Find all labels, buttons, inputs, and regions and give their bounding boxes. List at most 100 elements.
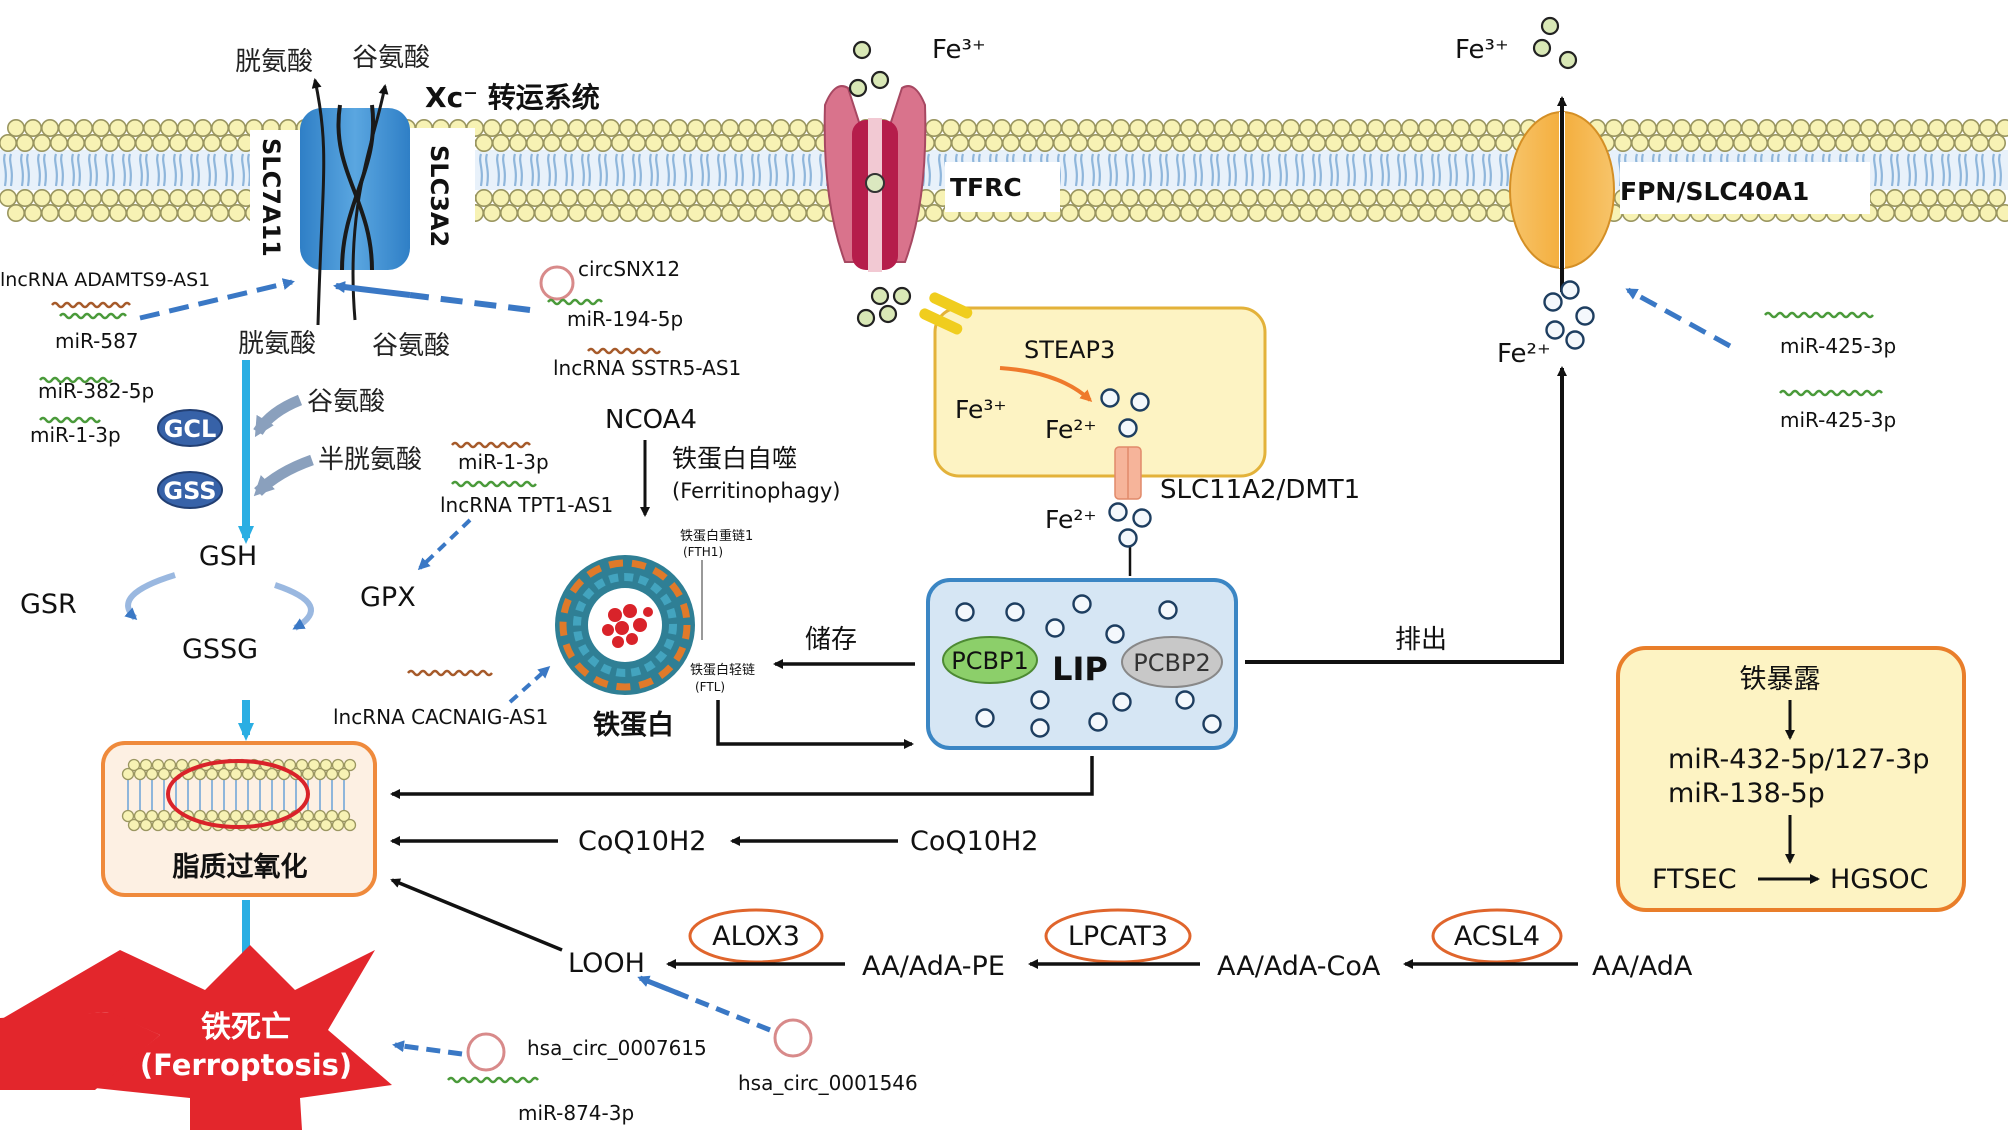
slc3a2-label: SLC3A2 (425, 145, 453, 247)
membrane-head (1112, 119, 1131, 138)
fth1-en-label: (FTH1) (683, 545, 723, 559)
fe2-particle (1132, 508, 1152, 528)
membrane-head (1937, 189, 1956, 208)
ftl-en-label: (FTL) (695, 680, 725, 694)
ftsec-label: FTSEC (1652, 864, 1737, 895)
membrane-head (1682, 134, 1701, 153)
fe2-particle (1545, 320, 1565, 340)
mini-membrane-head (217, 767, 231, 781)
aa-coa-label: AA/AdA-CoA (1217, 951, 1381, 982)
fe2-particle (1100, 388, 1120, 408)
membrane-head (1784, 134, 1803, 153)
cystine-bottom-label: 胱氨酸 (238, 329, 316, 359)
tfrc-label: TFRC (950, 173, 1022, 202)
membrane-head (542, 189, 561, 208)
membrane-head (1223, 134, 1242, 153)
pcbp1-ellipse (942, 636, 1038, 684)
membrane-head (1384, 204, 1403, 223)
membrane-head (1444, 134, 1463, 153)
membrane-head (84, 134, 103, 153)
membrane-head (1928, 204, 1947, 223)
membrane-head (169, 189, 188, 208)
export-label: 排出 (1395, 625, 1447, 655)
membrane-head (720, 204, 739, 223)
membrane-head (1605, 119, 1624, 138)
membrane-head (788, 119, 807, 138)
membrane-head (126, 119, 145, 138)
membrane-head (780, 189, 799, 208)
mini-membrane-head (253, 809, 267, 823)
mini-membrane-head (343, 818, 357, 832)
membrane-head (1767, 134, 1786, 153)
membrane-head (593, 189, 612, 208)
membrane-head (941, 119, 960, 138)
mini-membrane-head (121, 809, 135, 823)
lpcat3-label: LPCAT3 (1068, 921, 1168, 952)
membrane-head (703, 119, 722, 138)
fe3-particle (852, 40, 872, 60)
membrane-head (1911, 204, 1930, 223)
membrane-head (1911, 119, 1930, 138)
membrane-head (1027, 119, 1046, 138)
mini-membrane-head (163, 758, 177, 772)
membrane-head (1469, 119, 1488, 138)
membrane-head (1937, 134, 1956, 153)
membrane-head (1325, 189, 1344, 208)
membrane-head (661, 134, 680, 153)
membrane-head (1869, 189, 1888, 208)
rna-strand (1764, 311, 1874, 319)
tfrc-label-mask (945, 162, 1060, 212)
membrane-head (635, 119, 654, 138)
membrane-head (661, 189, 680, 208)
membrane-head (771, 119, 790, 138)
membrane-head (1172, 189, 1191, 208)
membrane-head (1418, 119, 1437, 138)
membrane-head (482, 119, 501, 138)
mini-membrane-head (325, 767, 339, 781)
fe3-particle (870, 70, 890, 90)
peroxidation-highlight (166, 759, 310, 829)
membrane-head (652, 204, 671, 223)
acsl4-enzyme (1431, 908, 1563, 964)
fe2-particle (975, 708, 995, 728)
fe3-particle (870, 286, 890, 306)
membrane-head (763, 189, 782, 208)
membrane-head (1316, 204, 1335, 223)
membrane-head (1962, 204, 1981, 223)
tpt1-to-gpx-arrow (417, 518, 472, 571)
membrane-head (1614, 134, 1633, 153)
rna-strand (451, 441, 531, 449)
membrane-head (1801, 134, 1820, 153)
cacnaig-to-ferritin-arrow (508, 665, 551, 704)
aa-label: AA/AdA (1592, 951, 1693, 982)
fpn-label: FPN/SLC40A1 (1620, 177, 1809, 206)
ferritin-label: 铁蛋白 (593, 709, 674, 741)
membrane-head (576, 189, 595, 208)
tfrc-bound-iron (865, 173, 885, 193)
membrane-head (678, 134, 697, 153)
fe2-particle (1118, 528, 1138, 548)
mini-membrane-head (295, 758, 309, 772)
membrane-head (1758, 119, 1777, 138)
membrane-head (669, 119, 688, 138)
circ7615-to-ferroptosis-arrow (392, 1040, 463, 1057)
membrane-head (576, 134, 595, 153)
membrane-head (584, 204, 603, 223)
membrane-head (1707, 119, 1726, 138)
mini-membrane-head (307, 818, 321, 832)
membrane-head (1308, 189, 1327, 208)
membrane-head (593, 134, 612, 153)
membrane-head (967, 134, 986, 153)
mini-membrane-head (253, 767, 267, 781)
membrane-head (933, 134, 952, 153)
membrane-head (1248, 119, 1267, 138)
fe2-particle (1175, 690, 1195, 710)
circ-7615-label: hsa_circ_0007615 (527, 1036, 707, 1060)
circ-1546-label: hsa_circ_0001546 (738, 1071, 918, 1095)
ferroptosis-star-left (0, 1012, 160, 1090)
membrane-head (1180, 119, 1199, 138)
membrane-head (92, 119, 111, 138)
export-path-arrow (1245, 366, 1567, 664)
membrane-head (1716, 134, 1735, 153)
alox3-label: ALOX3 (712, 921, 800, 952)
